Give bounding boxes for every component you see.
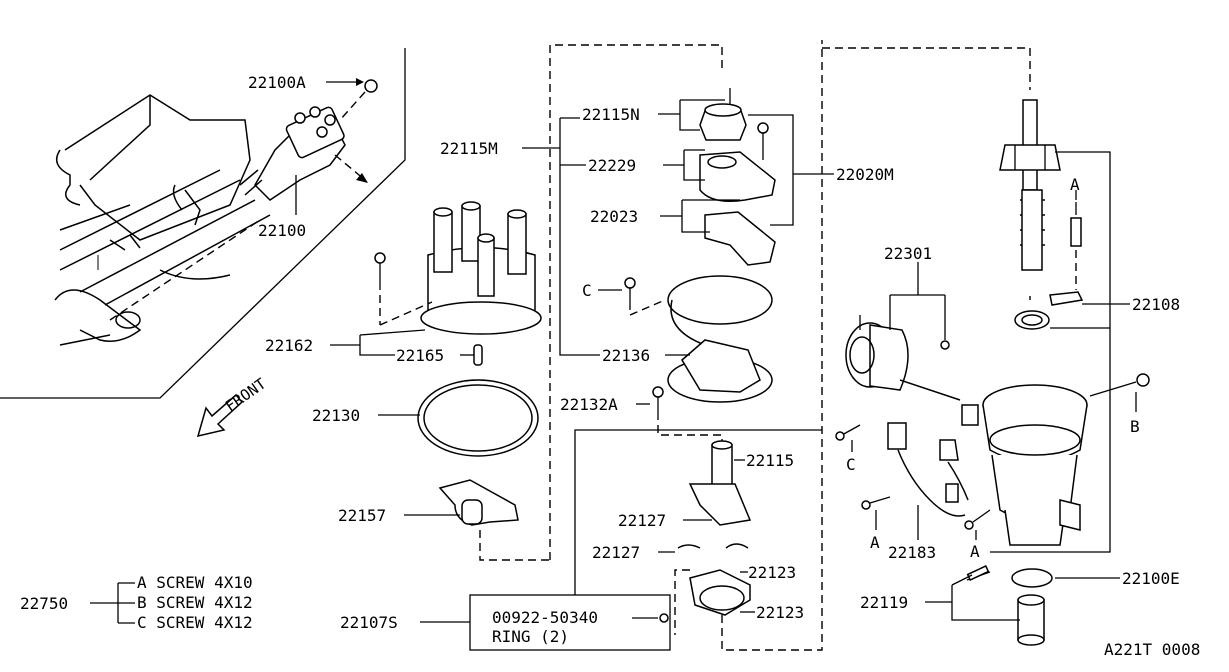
label-22157: 22157 xyxy=(338,506,386,525)
label-22183: 22183 xyxy=(888,543,936,562)
screw-kit-b: B SCREW 4X12 xyxy=(137,593,253,612)
front-label: FRONT xyxy=(222,375,269,416)
label-22100: 22100 xyxy=(258,221,306,240)
label-22127-lower: 22127 xyxy=(592,543,640,562)
engine-illustration xyxy=(0,48,406,399)
screw-kit-c: C SCREW 4X12 xyxy=(137,613,253,632)
label-screw-c-right: C xyxy=(846,455,856,474)
mounted-distributor xyxy=(239,78,378,215)
leader-lines xyxy=(90,99,1137,624)
label-22108: 22108 xyxy=(1132,295,1180,314)
label-22165: 22165 xyxy=(396,346,444,365)
label-22123-upper: 22123 xyxy=(748,563,796,582)
rotor xyxy=(438,479,550,561)
label-22115M: 22115M xyxy=(440,139,498,158)
gear-and-pin xyxy=(966,565,1045,646)
screw-b xyxy=(1089,373,1150,397)
label-00922-50340: 00922-50340 xyxy=(492,608,598,627)
screw-kit-a: A SCREW 4X10 xyxy=(137,573,253,592)
label-22132A: 22132A xyxy=(560,395,618,414)
cap-screw xyxy=(374,252,433,326)
label-22023: 22023 xyxy=(590,207,638,226)
front-arrow-icon xyxy=(196,393,244,438)
label-screw-a-left: A xyxy=(870,533,880,552)
screw-a-left xyxy=(861,496,891,510)
cap-seal-ring xyxy=(417,379,539,457)
label-ring: RING (2) xyxy=(492,627,569,646)
governor-weights xyxy=(659,40,823,651)
label-22119: 22119 xyxy=(860,593,908,612)
label-22115: 22115 xyxy=(746,451,794,470)
label-22130: 22130 xyxy=(312,406,360,425)
vacuum-advance xyxy=(845,315,961,401)
label-22127-upper: 22127 xyxy=(618,511,666,530)
o-ring xyxy=(1011,568,1053,588)
distributor-housing xyxy=(982,384,1088,546)
bearing xyxy=(1014,291,1084,330)
screw-a-top xyxy=(1070,202,1082,247)
distributor-cap xyxy=(420,201,542,335)
label-22123-lower: 22123 xyxy=(756,603,804,622)
label-22020M: 22020M xyxy=(836,165,894,184)
breaker-plate xyxy=(624,275,773,403)
shaft-assembly xyxy=(652,386,752,549)
label-screw-c-middle: C xyxy=(582,281,592,300)
label-22107S: 22107S xyxy=(340,613,398,632)
label-screw-a-right: A xyxy=(970,542,980,561)
diagram-code: A221T 0008 xyxy=(1104,640,1200,659)
screw-a-right xyxy=(964,509,991,530)
carbon-point xyxy=(473,344,483,366)
label-22115N: 22115N xyxy=(582,105,640,124)
label-22100E: 22100E xyxy=(1122,569,1180,588)
rotor-top-parts xyxy=(699,88,776,266)
distributor-shaft xyxy=(999,99,1061,271)
label-22162: 22162 xyxy=(265,336,313,355)
label-22301: 22301 xyxy=(884,244,932,263)
screw-c-right xyxy=(835,424,861,441)
label-22750: 22750 xyxy=(20,594,68,613)
label-22229: 22229 xyxy=(588,156,636,175)
part-labels: 22100A 22100 22115M 22115N 22229 22020M … xyxy=(20,73,1200,659)
label-22136: 22136 xyxy=(602,346,650,365)
label-screw-b: B xyxy=(1130,417,1140,436)
wiring-harness xyxy=(887,404,979,517)
label-screw-a-top: A xyxy=(1070,175,1080,194)
label-22100A: 22100A xyxy=(248,73,306,92)
